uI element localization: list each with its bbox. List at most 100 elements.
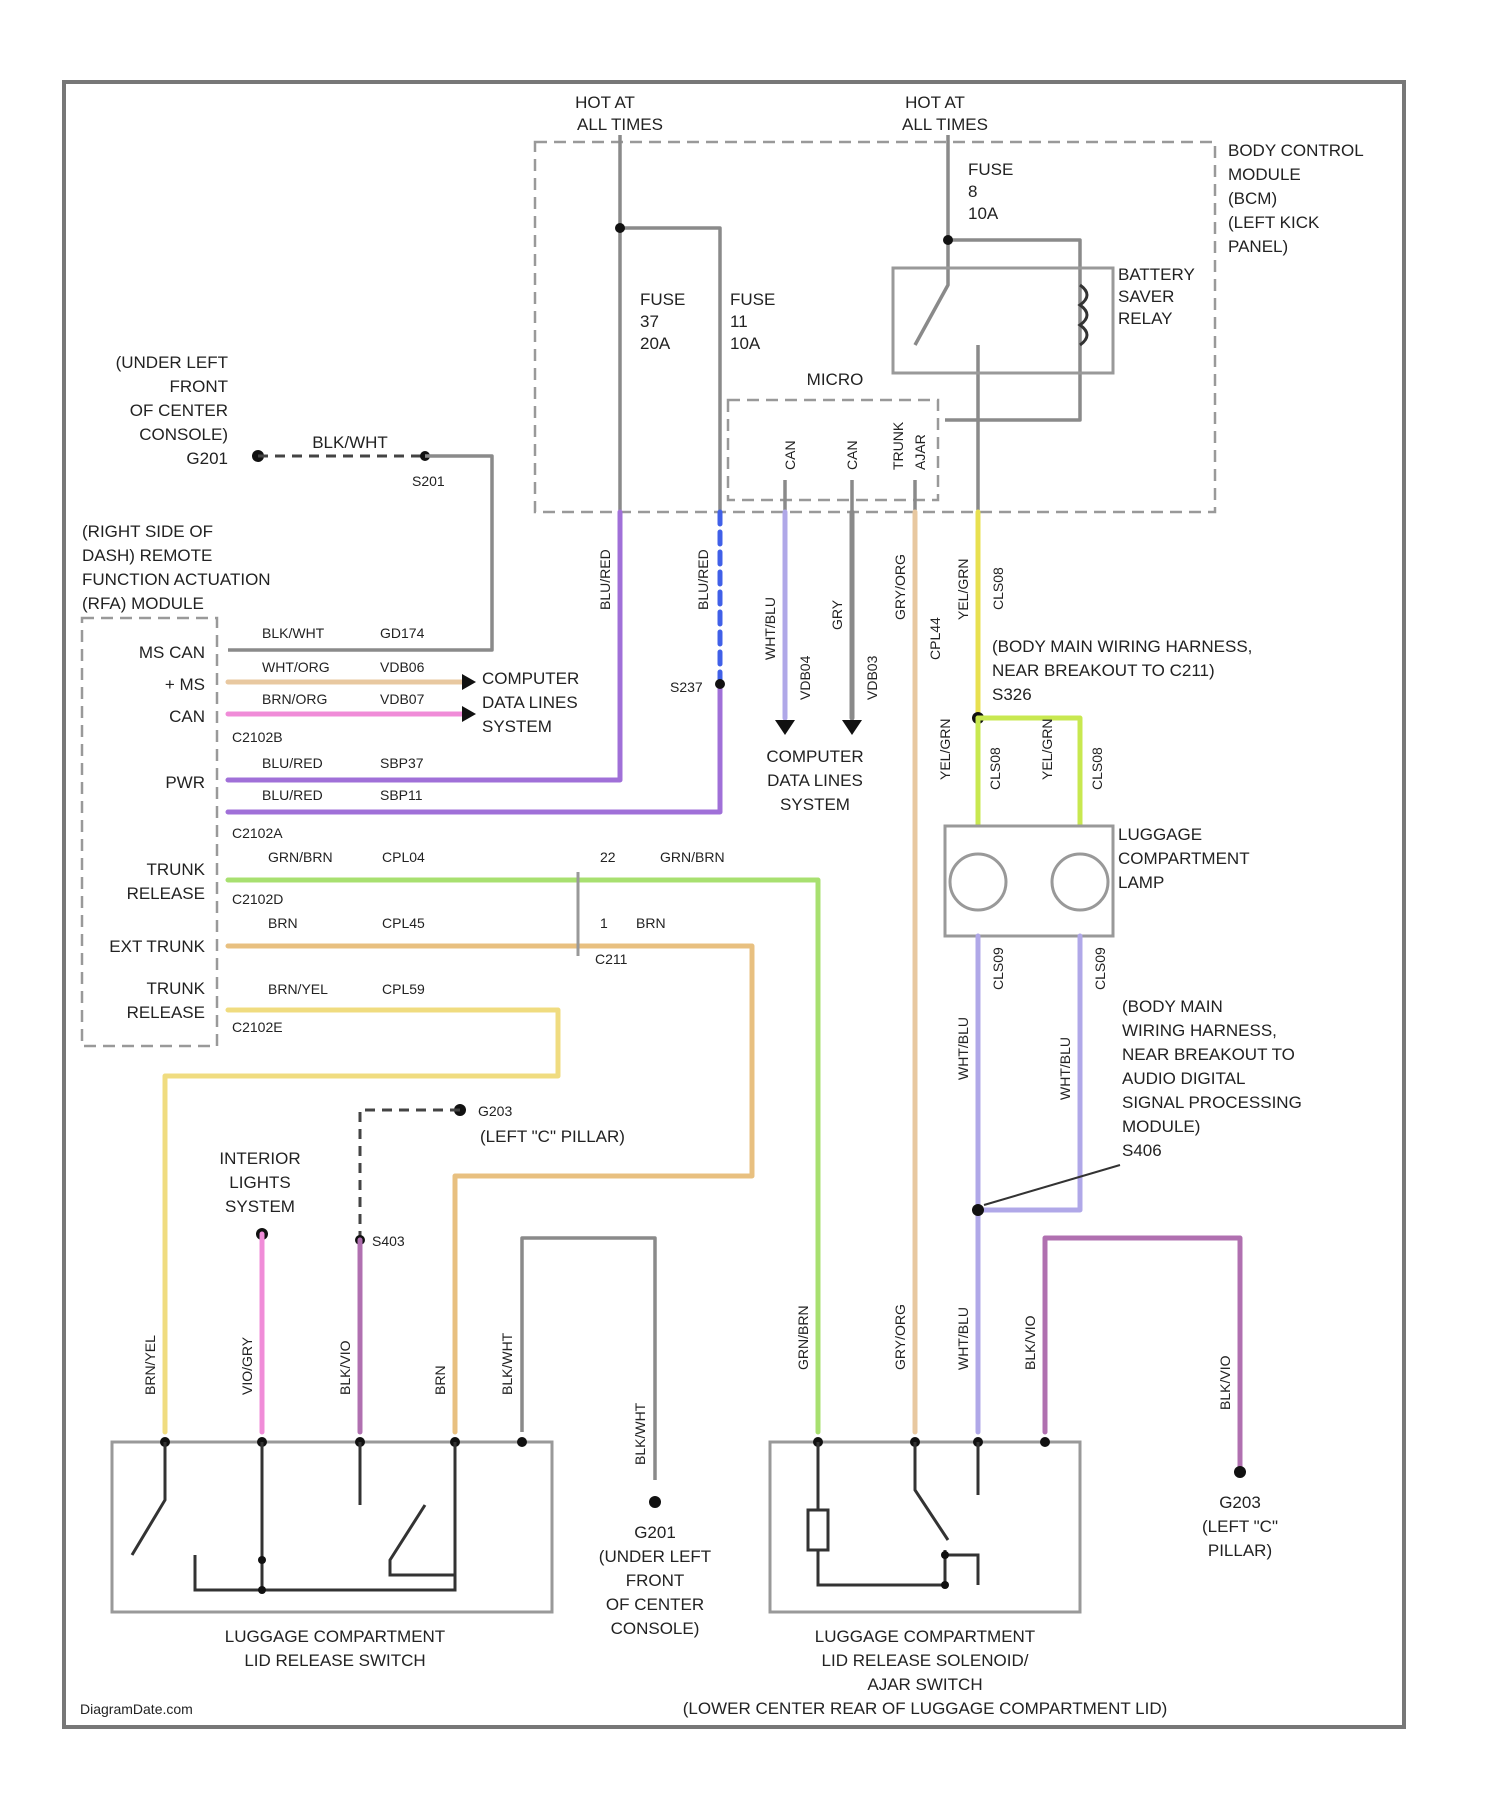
w1-label: BLK/WHT	[262, 625, 325, 641]
computer-b-0: COMPUTER	[766, 747, 863, 766]
fuse-b-0: FUSE	[730, 290, 775, 309]
lamp-w-top-a2: CLS08	[987, 747, 1003, 790]
lamp-label-2: LAMP	[1118, 873, 1164, 892]
w6-label: GRN/BRN	[268, 849, 333, 865]
ground-top-loc-1: FRONT	[169, 377, 228, 396]
lamp-label-1: COMPARTMENT	[1118, 849, 1250, 868]
ground-bot2-wire: BLK/VIO	[1217, 1355, 1233, 1410]
ground-bot2-loc-1: PILLAR)	[1208, 1541, 1272, 1560]
splice-s237-dot	[715, 679, 725, 689]
switch1-box	[112, 1442, 552, 1612]
lamp-box	[945, 826, 1113, 936]
rfa-trunk-release2-1: RELEASE	[127, 1003, 205, 1022]
switch2-name-0: LUGGAGE COMPARTMENT	[815, 1627, 1035, 1646]
fuse-a-dot	[615, 223, 625, 233]
harness2-3: AUDIO DIGITAL	[1122, 1069, 1245, 1088]
bcm-label-3: (LEFT KICK	[1228, 213, 1320, 232]
sw1-pin-2: BLK/VIO	[337, 1340, 353, 1395]
micro-pin-stubs	[785, 480, 915, 510]
sw2-node-a	[941, 1551, 949, 1559]
computer-a-0: COMPUTER	[482, 669, 579, 688]
harness2-1: WIRING HARNESS,	[1122, 1021, 1277, 1040]
splice-s201: S201	[412, 473, 445, 489]
w8-label: BRN/YEL	[268, 981, 328, 997]
ground-bot1-dot	[649, 1496, 661, 1508]
lamp-w-top-b2: CLS08	[1089, 747, 1105, 790]
rfa-pwr: PWR	[165, 773, 205, 792]
w3-code: VDB07	[380, 691, 425, 707]
rfa-label-0: (RIGHT SIDE OF	[82, 522, 213, 541]
lamp-w-bot-a2: CLS09	[990, 947, 1006, 990]
harness2-5: MODULE)	[1122, 1117, 1200, 1136]
rfa-c2102b: C2102B	[232, 729, 283, 745]
w6-code: CPL04	[382, 849, 425, 865]
ground-bot1-loc-2: OF CENTER	[606, 1595, 704, 1614]
pin-22: 22	[600, 849, 616, 865]
rfa-ext-trunk: EXT TRUNK	[109, 937, 205, 956]
ground-mid-g: G203	[478, 1103, 512, 1119]
ground-top-wire-path	[228, 456, 492, 650]
w7-code: CPL45	[382, 915, 425, 931]
bcm-label-1: MODULE	[1228, 165, 1301, 184]
v3-arrow	[775, 720, 795, 735]
w5-code: SBP11	[380, 787, 423, 803]
sw2-node-b	[941, 1581, 949, 1589]
fuse-a-2: 20A	[640, 334, 671, 353]
computer-a-2: SYSTEM	[482, 717, 552, 736]
switch2-name-1: LID RELEASE SOLENOID/	[822, 1651, 1029, 1670]
rfa-c2102d: C2102D	[232, 891, 283, 907]
ground-bot1-g: G201	[634, 1523, 676, 1542]
ground-bot2-g: G203	[1219, 1493, 1261, 1512]
v3-label: WHT/BLU	[762, 597, 778, 660]
relay-label-1: SAVER	[1118, 287, 1174, 306]
sw1-pin-4: BLK/WHT	[499, 1332, 515, 1395]
ground-bot1-loc-1: FRONT	[626, 1571, 685, 1590]
w4-code: SBP37	[380, 755, 424, 771]
computer-b-2: SYSTEM	[780, 795, 850, 814]
fuse-c-dot	[943, 235, 953, 245]
footer-watermark: DiagramDate.com	[80, 1701, 193, 1717]
harness2-0: (BODY MAIN	[1122, 997, 1223, 1016]
w7-label: BRN	[268, 915, 298, 931]
interior-1: LIGHTS	[229, 1173, 290, 1192]
lamp-w-bot-b2: CLS09	[1092, 947, 1108, 990]
rfa-c2102a: C2102A	[232, 825, 283, 841]
computer-arrow-a2	[462, 706, 476, 722]
interior-0: INTERIOR	[219, 1149, 300, 1168]
fuse-c-1: 8	[968, 182, 977, 201]
fuse-c-2: 10A	[968, 204, 999, 223]
v5-label: GRY/ORG	[892, 554, 908, 620]
relay-label-0: BATTERY	[1118, 265, 1195, 284]
lamp-w-top-b: YEL/GRN	[1039, 719, 1055, 780]
lamp-bulb-1	[950, 854, 1006, 910]
c211-label: C211	[595, 951, 628, 967]
harness2-6: S406	[1122, 1141, 1162, 1160]
ground-top-loc-2: OF CENTER	[130, 401, 228, 420]
hot-label-2: HOT AT	[905, 93, 965, 112]
sw2-pin-0: GRN/BRN	[795, 1305, 811, 1370]
v2-label: BLU/RED	[695, 549, 711, 610]
lamp-w-bot-a: WHT/BLU	[955, 1017, 971, 1080]
rfa-label-3: (RFA) MODULE	[82, 594, 204, 613]
sw2-contacts	[818, 1442, 978, 1585]
sw2-pin-1: GRY/ORG	[892, 1304, 908, 1370]
sw1-node-b	[258, 1586, 266, 1594]
v4-arrow	[842, 720, 862, 735]
ground-top-g: G201	[186, 449, 228, 468]
switch2-name-3: (LOWER CENTER REAR OF LUGGAGE COMPARTMEN…	[683, 1699, 1168, 1718]
rfa-label-1: DASH) REMOTE	[82, 546, 212, 565]
w3-label: BRN/ORG	[262, 691, 327, 707]
rfa-trunk-release-0: TRUNK	[146, 860, 205, 879]
splice-s406-dot	[972, 1204, 984, 1216]
rfa-ms-can: MS CAN	[139, 643, 205, 662]
v4-code: VDB03	[864, 655, 880, 700]
fuse-a-0: FUSE	[640, 290, 685, 309]
fuse-b-1: 11	[730, 312, 748, 331]
w8-code: CPL59	[382, 981, 425, 997]
computer-a-1: DATA LINES	[482, 693, 578, 712]
sw1-node-a	[258, 1556, 266, 1564]
s406-leader	[984, 1165, 1120, 1205]
v6-label: YEL/GRN	[955, 559, 971, 620]
relay-label-2: RELAY	[1118, 309, 1173, 328]
rfa-can: CAN	[169, 707, 205, 726]
